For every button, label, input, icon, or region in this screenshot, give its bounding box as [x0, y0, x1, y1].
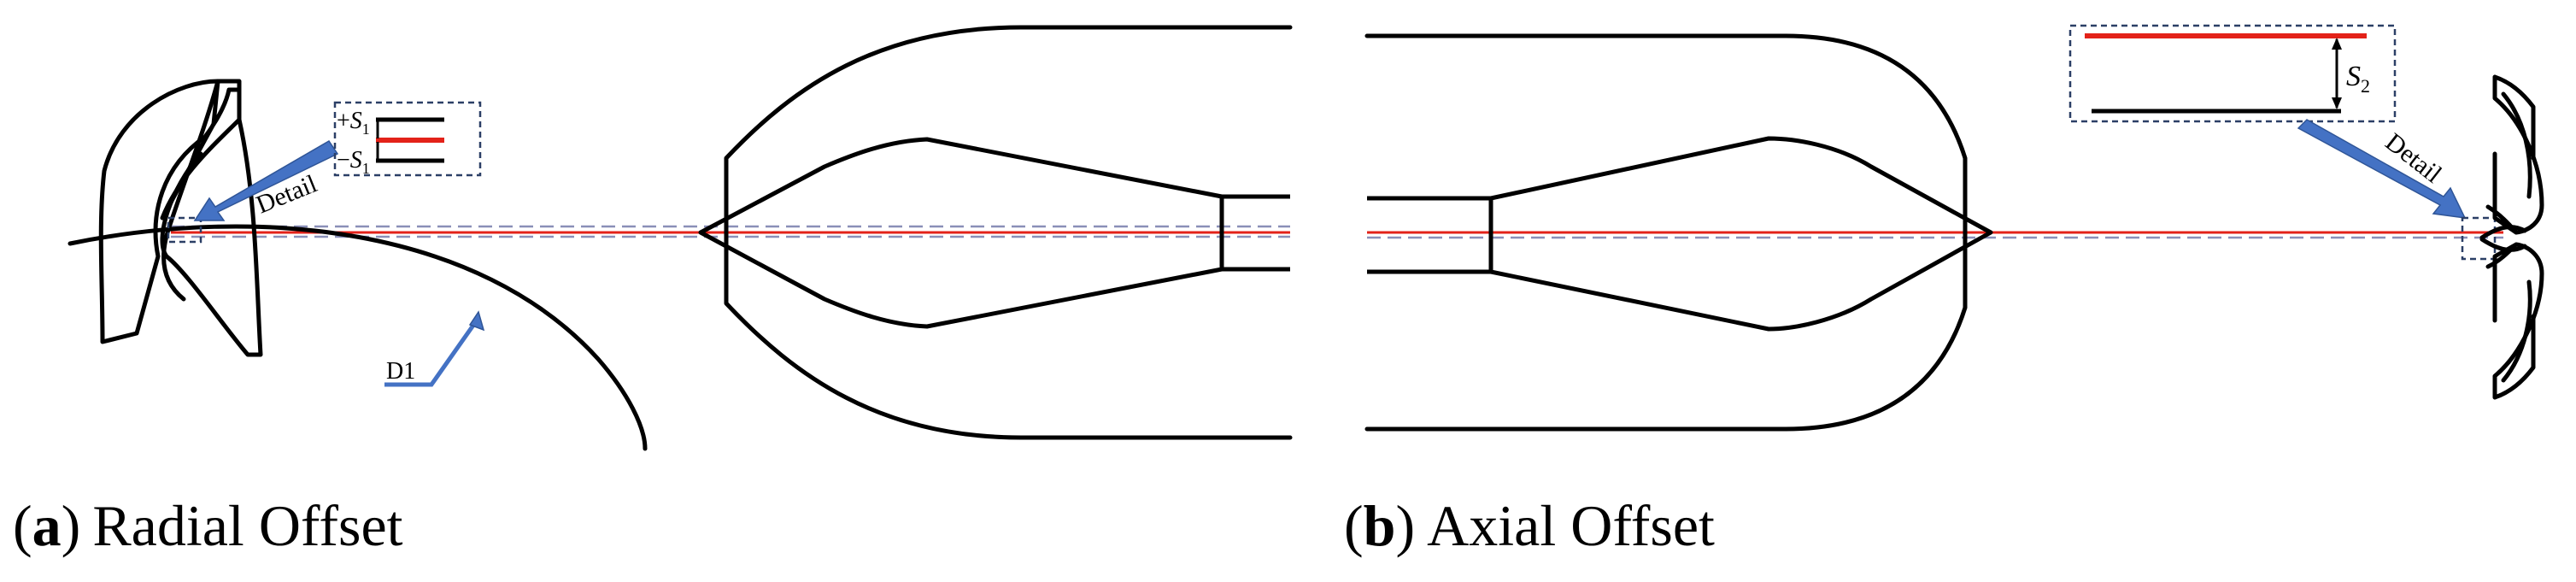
panel-b-axial-offset: S2 Detail — [1364, 24, 2544, 432]
cone-right — [1488, 136, 1993, 332]
detail-inset-b — [2068, 24, 2397, 123]
d1-leader-arrowhead — [468, 310, 485, 332]
blade-trailing — [161, 79, 220, 302]
blade-front-upper — [2485, 74, 2544, 235]
blade-front-hub — [2479, 225, 2527, 252]
minus-s1-label: −S1 — [337, 147, 370, 177]
detail-box-small-b — [2461, 216, 2497, 261]
caption-b: (b)Axial Offset — [1344, 493, 1715, 558]
inset-b-dim-arrow-bottom — [2332, 97, 2342, 109]
blade-front-lower-inner — [2501, 279, 2532, 383]
housing-outer-right — [1364, 33, 1968, 432]
panel-a-radial-offset: Detail +S1 −S1 D1 — [67, 25, 1293, 451]
inset-b-dim-arrow-top — [2332, 38, 2342, 50]
detail-arrow-b — [2297, 119, 2467, 219]
blade-inner — [160, 79, 263, 357]
detail-arrow-a — [193, 139, 339, 221]
housing-outer-left — [724, 25, 1293, 440]
caption-a: (a)Radial Offset — [13, 493, 403, 558]
plus-s1-label: +S1 — [337, 108, 370, 138]
d1-leader-line — [384, 316, 481, 387]
blade-front-lower — [2485, 242, 2544, 400]
detail-inset-a — [333, 101, 482, 177]
diameter-label-d1: D1 — [386, 358, 415, 385]
s2-label: S2 — [2346, 61, 2370, 97]
blade-front-upper-inner — [2501, 91, 2532, 199]
cone-left — [698, 137, 1224, 329]
detail-box-small-a — [167, 216, 202, 244]
